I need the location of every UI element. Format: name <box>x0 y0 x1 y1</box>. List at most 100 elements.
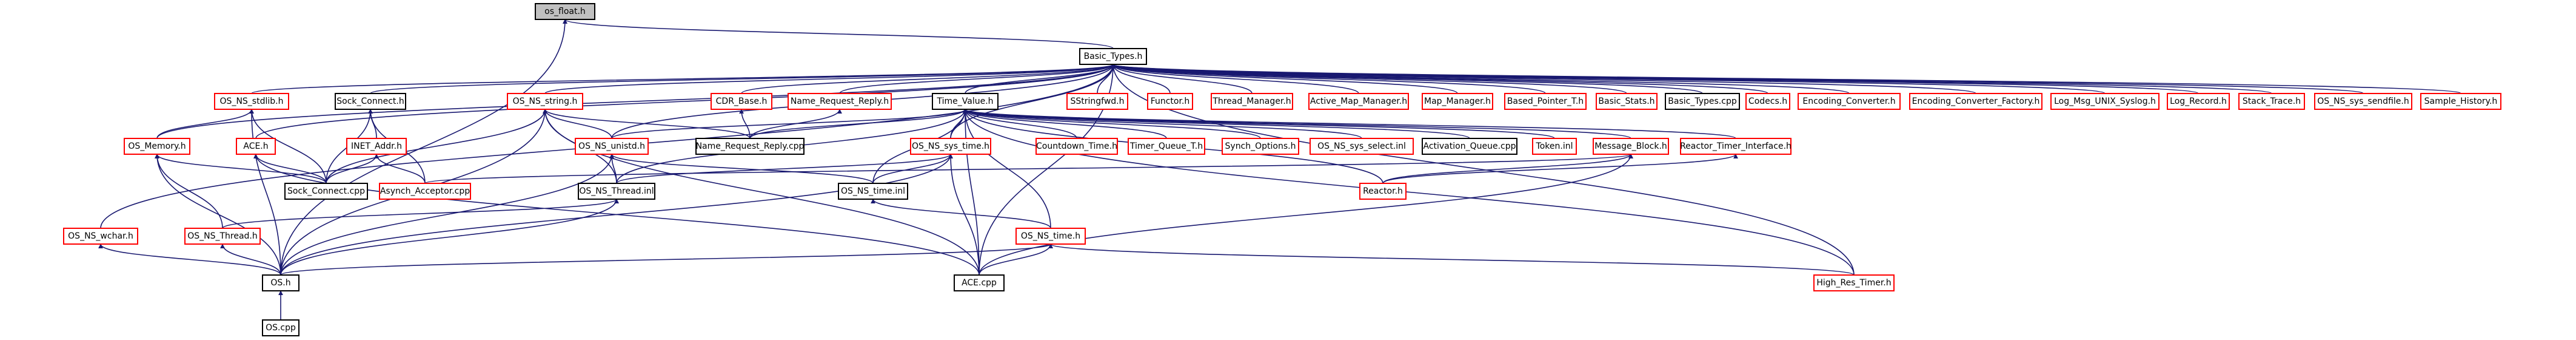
node-encoding-converter-h[interactable]: Encoding_Converter.h <box>1798 93 1901 110</box>
node-label: OS_NS_unistd.h <box>578 141 645 151</box>
node-synch-options-h[interactable]: Synch_Options.h <box>1222 138 1299 155</box>
node-os-ns-time-inl[interactable]: OS_NS_time.inl <box>838 183 908 200</box>
node-inet-addr-h[interactable]: INET_Addr.h <box>346 138 407 155</box>
nodes-layer: os_float.h Basic_Types.h OS_NS_stdlib.h … <box>63 3 2501 336</box>
node-label: Basic_Types.h <box>1084 52 1143 61</box>
node-basic-types-h[interactable]: Basic_Types.h <box>1079 48 1147 65</box>
edge-os-h-to-os-memory <box>155 154 281 276</box>
node-sock-connect-cpp[interactable]: Sock_Connect.cpp <box>284 183 368 200</box>
edge-os-ns-sys-sendfile-to-basic-types <box>1111 64 2364 94</box>
edge-asynch-acceptor-to-inet-addr <box>374 154 426 184</box>
edges-layer <box>98 19 2461 320</box>
edge-reactor-timer-interface-to-time-value <box>963 109 1736 139</box>
node-label: Map_Manager.h <box>1424 97 1491 106</box>
node-label: Log_Record.h <box>2170 97 2227 106</box>
node-os-ns-time-h[interactable]: OS_NS_time.h <box>1015 228 1086 245</box>
node-label: Active_Map_Manager.h <box>1310 97 1407 106</box>
node-os-ns-string-h[interactable]: OS_NS_string.h <box>507 93 583 110</box>
node-label: OS.h <box>270 278 290 288</box>
edge-ace-h-to-basic-types <box>255 64 1116 139</box>
node-label: Encoding_Converter.h <box>1802 97 1895 106</box>
node-label: Name_Request_Reply.h <box>791 97 889 106</box>
node-name-request-reply-cpp[interactable]: Name_Request_Reply.cpp <box>695 138 805 155</box>
node-os-ns-stdlib-h[interactable]: OS_NS_stdlib.h <box>214 93 289 110</box>
edge-os-h-to-os-ns-wchar <box>98 243 281 276</box>
node-os-ns-thread-h[interactable]: OS_NS_Thread.h <box>184 228 261 245</box>
node-label: Message_Block.h <box>1594 141 1667 151</box>
node-label: os_float.h <box>544 7 586 16</box>
node-basic-stats-h[interactable]: Basic_Stats.h <box>1596 93 1658 110</box>
edge-reactor-to-message-block <box>1382 154 1633 184</box>
node-label: High_Res_Timer.h <box>1816 278 1891 288</box>
edge-os-h-to-os-ns-stdlib <box>249 109 281 276</box>
node-label: OS_NS_wchar.h <box>68 231 133 241</box>
node-sstringfwd-h[interactable]: SStringfwd.h <box>1066 93 1128 110</box>
node-os-ns-sys-time-h[interactable]: OS_NS_sys_time.h <box>910 138 991 155</box>
node-time-value-h[interactable]: Time_Value.h <box>932 93 999 110</box>
node-reactor-h[interactable]: Reactor.h <box>1359 183 1407 200</box>
node-map-manager-h[interactable]: Map_Manager.h <box>1422 93 1493 110</box>
edge-ace-cpp-to-os-ns-time-h <box>979 243 1053 276</box>
node-countdown-time-h[interactable]: Countdown_Time.h <box>1035 138 1118 155</box>
node-active-map-manager-h[interactable]: Active_Map_Manager.h <box>1308 93 1409 110</box>
node-os-h[interactable]: OS.h <box>262 274 299 291</box>
node-log-record-h[interactable]: Log_Record.h <box>2167 93 2230 110</box>
node-thread-manager-h[interactable]: Thread_Manager.h <box>1211 93 1293 110</box>
edge-os-ns-sys-select-to-time-value <box>963 109 1362 139</box>
node-os-cpp[interactable]: OS.cpp <box>262 319 299 336</box>
edge-name-request-reply-cpp-to-os-ns-string <box>543 109 751 139</box>
edge-os-h-to-os-ns-unistd <box>280 154 614 276</box>
node-functor-h[interactable]: Functor.h <box>1147 93 1193 110</box>
edge-thread-manager-to-basic-types <box>1111 64 1253 94</box>
node-cdr-base-h[interactable]: CDR_Base.h <box>711 93 772 110</box>
node-label: Log_Msg_UNIX_Syslog.h <box>2054 97 2156 106</box>
node-name-request-reply-h[interactable]: Name_Request_Reply.h <box>788 93 892 110</box>
node-message-block-h[interactable]: Message_Block.h <box>1593 138 1669 155</box>
node-os-float-h[interactable]: os_float.h <box>535 3 595 20</box>
node-label: INET_Addr.h <box>351 141 402 151</box>
edge-basic-types-to-os-float <box>563 19 1114 49</box>
node-token-inl[interactable]: Token.inl <box>1532 138 1577 155</box>
node-asynch-acceptor-cpp[interactable]: Asynch_Acceptor.cpp <box>379 183 471 200</box>
node-os-ns-wchar-h[interactable]: OS_NS_wchar.h <box>63 228 138 245</box>
node-ace-h[interactable]: ACE.h <box>236 138 276 155</box>
node-os-ns-sys-select-inl[interactable]: OS_NS_sys_select.inl <box>1310 138 1414 155</box>
node-os-memory-h[interactable]: OS_Memory.h <box>124 138 190 155</box>
node-label: OS_NS_time.inl <box>841 186 905 196</box>
node-label: Timer_Queue_T.h <box>1129 141 1203 151</box>
node-based-pointer-t-h[interactable]: Based_Pointer_T.h <box>1504 93 1587 110</box>
node-log-msg-unix-syslog-h[interactable]: Log_Msg_UNIX_Syslog.h <box>2050 93 2159 110</box>
edge-active-map-manager-to-basic-types <box>1111 64 1359 94</box>
edge-name-request-reply-h-to-basic-types <box>839 64 1116 94</box>
node-stack-trace-h[interactable]: Stack_Trace.h <box>2238 93 2305 110</box>
node-os-ns-unistd-h[interactable]: OS_NS_unistd.h <box>575 138 649 155</box>
node-label: Time_Value.h <box>936 97 993 106</box>
node-encoding-converter-factory-h[interactable]: Encoding_Converter_Factory.h <box>1909 93 2042 110</box>
edge-name-request-reply-cpp-to-cdr-base <box>739 109 751 139</box>
node-reactor-timer-interface-h[interactable]: Reactor_Timer_Interface.h <box>1680 138 1791 155</box>
edge-os-memory-to-basic-types <box>156 64 1116 139</box>
node-label: OS_NS_sys_sendfile.h <box>2317 97 2409 106</box>
node-codecs-h[interactable]: Codecs.h <box>1745 93 1790 110</box>
node-timer-queue-t-h[interactable]: Timer_Queue_T.h <box>1128 138 1205 155</box>
node-sock-connect-h[interactable]: Sock_Connect.h <box>335 93 406 110</box>
edge-cdr-base-to-basic-types <box>741 64 1116 94</box>
edge-os-ns-time-inl-to-os-ns-sys-time <box>872 154 953 184</box>
node-basic-types-cpp[interactable]: Basic_Types.cpp <box>1665 93 1740 110</box>
edge-os-ns-time-inl-to-os-ns-unistd <box>609 154 874 184</box>
node-high-res-timer-h[interactable]: High_Res_Timer.h <box>1813 274 1895 291</box>
edge-os-ns-time-h-to-os-ns-time-inl <box>871 199 1051 229</box>
edge-map-manager-to-basic-types <box>1111 64 1458 94</box>
node-os-ns-sys-sendfile-h[interactable]: OS_NS_sys_sendfile.h <box>2314 93 2412 110</box>
node-activation-queue-cpp[interactable]: Activation_Queue.cpp <box>1422 138 1517 155</box>
edge-os-ns-sys-time-to-basic-types <box>950 64 1116 139</box>
node-label: Functor.h <box>1151 97 1190 106</box>
edge-os-ns-string-to-basic-types <box>544 64 1116 94</box>
node-label: OS_NS_Thread.h <box>187 231 258 241</box>
node-os-ns-thread-inl[interactable]: OS_NS_Thread.inl <box>578 183 655 200</box>
node-sample-history-h[interactable]: Sample_History.h <box>2420 93 2501 110</box>
node-ace-cpp[interactable]: ACE.cpp <box>954 274 1005 291</box>
node-label: Codecs.h <box>1748 97 1787 106</box>
edge-sock-connect-cpp-to-os-ns-string <box>326 109 547 184</box>
node-label: OS_NS_Thread.inl <box>579 186 654 196</box>
